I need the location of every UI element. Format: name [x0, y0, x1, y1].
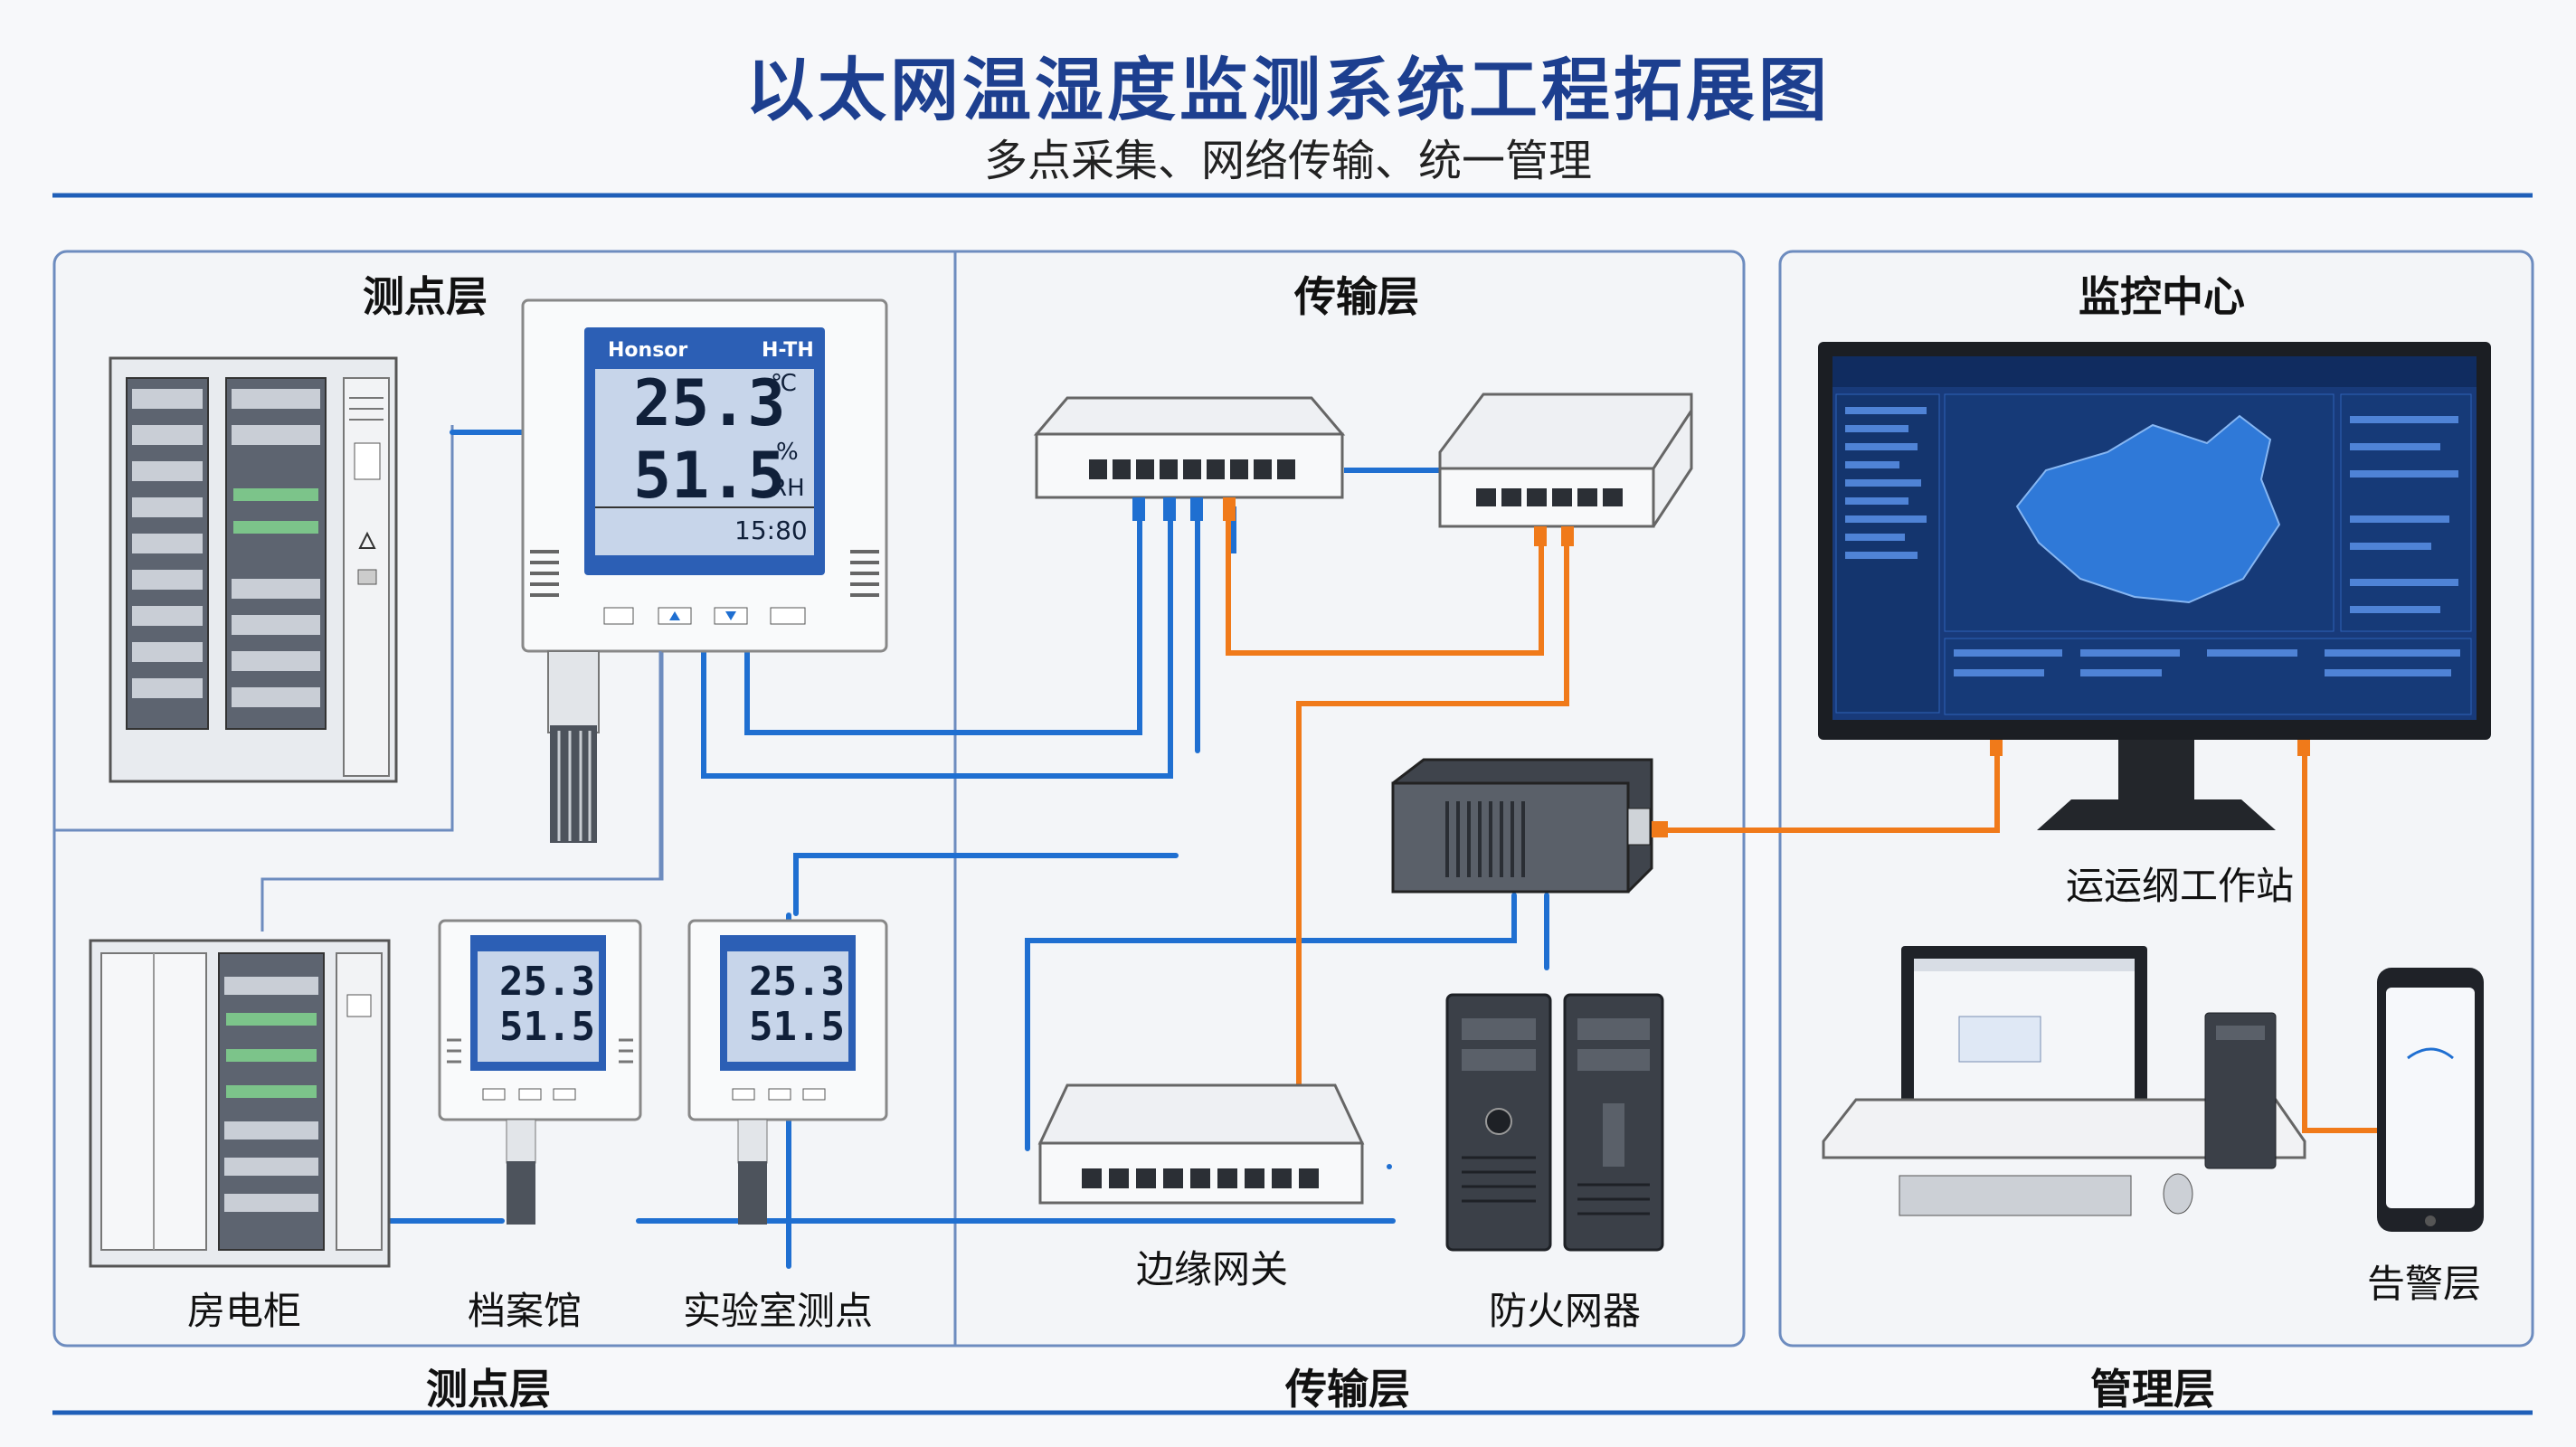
main-sensor-temp-unit: ℃: [771, 370, 797, 397]
main-sensor-temperature: 25.3: [633, 366, 786, 440]
server-box: [1391, 758, 1653, 894]
device-label-archive: 档案馆: [467, 1289, 582, 1333]
small-sensor-b-humidity: 51.5: [749, 1004, 845, 1050]
orange-cables: [1226, 504, 2380, 1160]
server-cabinet-bottom: [89, 939, 391, 1268]
footer-label-transport: 传输层: [1285, 1365, 1410, 1414]
device-label-edge-gateway: 边缘网关: [1135, 1247, 1288, 1291]
small-sensor-a-humidity: 51.5: [499, 1004, 595, 1050]
connector-dots: [1132, 497, 2310, 837]
small-sensor-a-temperature: 25.3: [499, 959, 595, 1005]
main-sensor: [521, 298, 888, 879]
network-switch-secondary: [1438, 392, 1693, 528]
small-sensor-a: [438, 919, 642, 1225]
network-switch-main: [1033, 396, 1346, 499]
section-label-monitor: 监控中心: [2079, 272, 2245, 321]
main-sensor-humidity: 51.5: [633, 439, 786, 513]
footer-label-sensing: 测点层: [426, 1365, 551, 1414]
small-sensor-b-temperature: 25.3: [749, 959, 845, 1005]
footer-label-management: 管理层: [2090, 1365, 2215, 1414]
device-label-workstation: 运运纲工作站: [2065, 864, 2294, 908]
firewall-towers: [1445, 993, 1664, 1252]
dashboard-monitor: [1818, 342, 2491, 830]
main-sensor-clock: 15:80: [734, 515, 808, 545]
zone-bracket-top: [54, 425, 454, 832]
page-subtitle: 多点采集、网络传输、统一管理: [983, 136, 1592, 186]
edge-gateway: [1037, 1083, 1365, 1205]
smartphone: [2377, 968, 2484, 1232]
section-label-sensing: 测点层: [363, 272, 488, 321]
device-label-lab-point: 实验室测点: [682, 1289, 873, 1333]
desktop-computer: [1822, 946, 2306, 1216]
main-sensor-brand: Honsor: [608, 339, 687, 362]
small-sensor-b: [687, 919, 888, 1225]
device-label-firewall: 防火网器: [1488, 1289, 1641, 1333]
main-sensor-hum-unit-bottom: RH: [771, 475, 805, 502]
main-sensor-hum-unit-top: %: [776, 439, 799, 466]
main-sensor-model: H-TH: [762, 339, 814, 362]
device-label-alarm: 告警层: [2366, 1262, 2481, 1306]
page-title: 以太网温湿度监测系统工程拓展图: [745, 50, 1831, 130]
zone-bracket-mid: [260, 651, 664, 932]
device-label-cabinet: 房电柜: [186, 1289, 301, 1333]
section-label-transport: 传输层: [1294, 272, 1419, 321]
server-cabinet-top: [109, 356, 398, 783]
